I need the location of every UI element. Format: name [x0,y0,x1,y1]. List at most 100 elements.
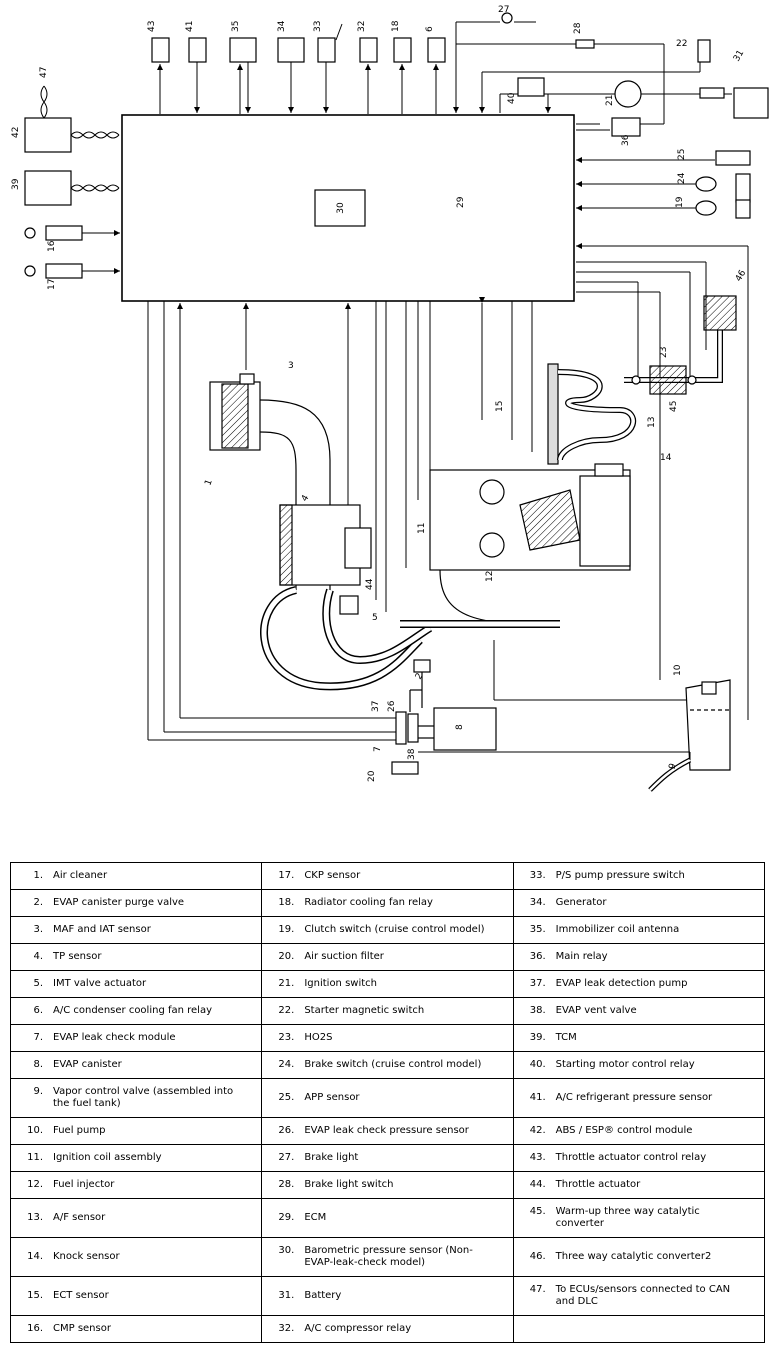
legend-item-label: ECM [304,1212,327,1223]
power-components [501,12,769,137]
legend-item-number: 13. [27,1212,43,1223]
legend-item-label: Ignition coil assembly [53,1152,162,1163]
legend-cell: 1.Air cleaner [9,862,263,890]
legend-cell [512,1315,766,1343]
legend-item-label: A/C compressor relay [304,1323,412,1334]
legend-item-number: 27. [278,1152,295,1163]
legend-cell: 15.ECT sensor [9,1276,263,1316]
legend-item-number: 37. [529,978,546,989]
legend-item-number: 21. [278,978,295,989]
legend-cell: 37. EVAP leak detection pump [512,970,766,998]
legend-item-label: Brake light switch [304,1179,394,1190]
legend-item-number: 47. [529,1284,546,1295]
legend-cell: 42. ABS / ESP® control module [512,1117,766,1145]
legend-item-number: 41. [529,1092,546,1103]
callout-22: 22 [676,39,687,49]
callout-11: 11 [417,523,427,534]
legend-item-number: 19. [278,924,295,935]
legend-item-number: 25. [278,1092,295,1103]
legend-item-label: Starter magnetic switch [304,1005,425,1016]
legend-item-number: 29. [278,1212,295,1223]
legend-item-label: EVAP vent valve [555,1005,637,1016]
legend-cell: 27.Brake light [261,1144,514,1172]
baro-sensor-box [314,189,366,227]
legend-item-label: Immobilizer coil antenna [555,924,680,935]
legend-item-number: 24. [278,1059,295,1070]
callout-2: 2 [414,672,426,682]
legend-cell: 47.To ECUs/sensors connected to CAN and … [512,1276,766,1316]
legend-item-label: EVAP canister purge valve [53,897,185,908]
legend-item-label: Warm-up three way catalytic converter [555,1206,700,1229]
legend-item-label: Air cleaner [53,870,108,881]
legend-cell: 8.EVAP canister [9,1051,263,1079]
bottom-harness [147,297,533,741]
callout-40: 40 [507,92,517,104]
legend-item-label: Barometric pressure sensor (Non-EVAP-lea… [304,1245,473,1268]
legend-item-label: MAF and IAT sensor [53,924,151,935]
legend-cell: 20.Air suction filter [261,943,514,971]
legend-cell: 26.EVAP leak check pressure sensor [261,1117,514,1145]
legend-item-label: EVAP canister [53,1059,122,1070]
legend-item-label: Knock sensor [53,1251,120,1262]
callout-34: 34 [277,20,287,32]
callout-44: 44 [365,578,375,590]
legend-item-number: 15. [27,1290,43,1301]
legend-cell: 21.Ignition switch [261,970,514,998]
legend-item-label: Throttle actuator control relay [555,1152,707,1163]
legend-cell: 34.Generator [512,889,766,917]
legend-cell: 13. A/F sensor [9,1198,263,1238]
legend-item-number: 36. [529,951,546,962]
legend-item-number: 11. [27,1152,43,1163]
legend-item-number: 30. [278,1245,295,1256]
callout-28: 28 [573,22,583,34]
legend-item-number: 18. [278,897,295,908]
right-wires [576,157,749,720]
legend-item-number: 42. [529,1125,546,1136]
system-diagram: 30 29 [11,5,769,792]
legend-item-number: 2. [33,897,43,908]
left-modules [24,117,83,279]
legend-item-label: ABS / ESP® control module [555,1125,693,1136]
legend-cell: 5.IMT valve actuator [9,970,263,998]
legend-cell: 41.A/C refrigerant pressure sensor [512,1078,766,1118]
legend-cell: 11. Ignition coil assembly [9,1144,263,1172]
legend-cell: 45.Warm-up three way catalytic converter [512,1198,766,1238]
legend-item-label: Clutch switch (cruise control model) [304,924,485,935]
legend-item-label: Vapor control valve (assembled into the … [53,1086,234,1109]
legend-cell: 44.Throttle actuator [512,1171,766,1199]
legend-row: 9.Vapor control valve (assembled into th… [9,1078,766,1118]
callout-6: 6 [425,26,435,32]
legend-cell: 46.Three way catalytic converter2 [512,1237,766,1277]
legend-item-number: 3. [33,924,43,935]
legend-item-label: Starting motor control relay [555,1059,695,1070]
legend-item-number: 12. [27,1179,43,1190]
callout-7: 7 [373,746,383,752]
legend-item-label: CMP sensor [53,1323,111,1334]
callout-13: 13 [647,417,657,428]
legend-cell: 30. Barometric pressure sensor (Non-EVAP-… [261,1237,514,1277]
exhaust [547,295,737,465]
legend-cell: 36. Main relay [512,943,766,971]
legend-item-label: EVAP leak detection pump [555,978,688,989]
legend-item-number: 6. [33,1005,43,1016]
fuel-tank [648,679,731,792]
callout-25: 25 [677,149,687,160]
legend-item-number: 28. [278,1179,295,1190]
callout-32: 32 [357,21,367,32]
air-intake [209,373,433,691]
legend-cell: 31.Battery [261,1276,514,1316]
legend-item-label: TCM [555,1032,577,1043]
legend-item-number: 39. [529,1032,546,1043]
legend-item-number: 4. [33,951,43,962]
callout-33: 33 [313,21,323,32]
callout-42: 42 [11,127,21,138]
legend-cell: 4.TP sensor [9,943,263,971]
legend-item-label: A/F sensor [53,1212,106,1223]
legend-item-label: Main relay [555,951,608,962]
